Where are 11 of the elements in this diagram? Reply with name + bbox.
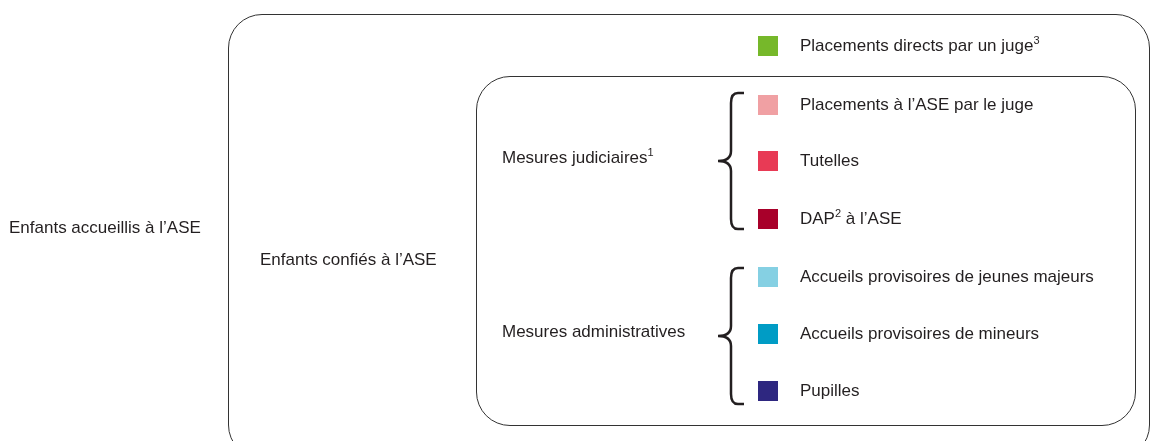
legend-label: Accueils provisoires de mineurs [800, 324, 1040, 344]
category-label: Mesures judiciaires$^{1}$ [502, 148, 654, 168]
legend-label: Pupilles [800, 381, 860, 401]
legend-label: Placements à l’ASE par le juge [800, 95, 1034, 115]
category-label: Mesures administratives [502, 322, 686, 342]
group-heading: Enfants confiés à l’ASE [260, 250, 437, 270]
legend-label: DAP$^{2}$ à l’ASE [800, 209, 902, 229]
legend-label: Placements directs par un juge$^{3}$ [800, 36, 1040, 56]
legend-label: Tutelles [800, 151, 859, 171]
legend-label: Accueils provisoires de jeunes majeurs [800, 267, 1094, 287]
group-heading: Enfants accueillis à l’ASE [9, 218, 201, 238]
